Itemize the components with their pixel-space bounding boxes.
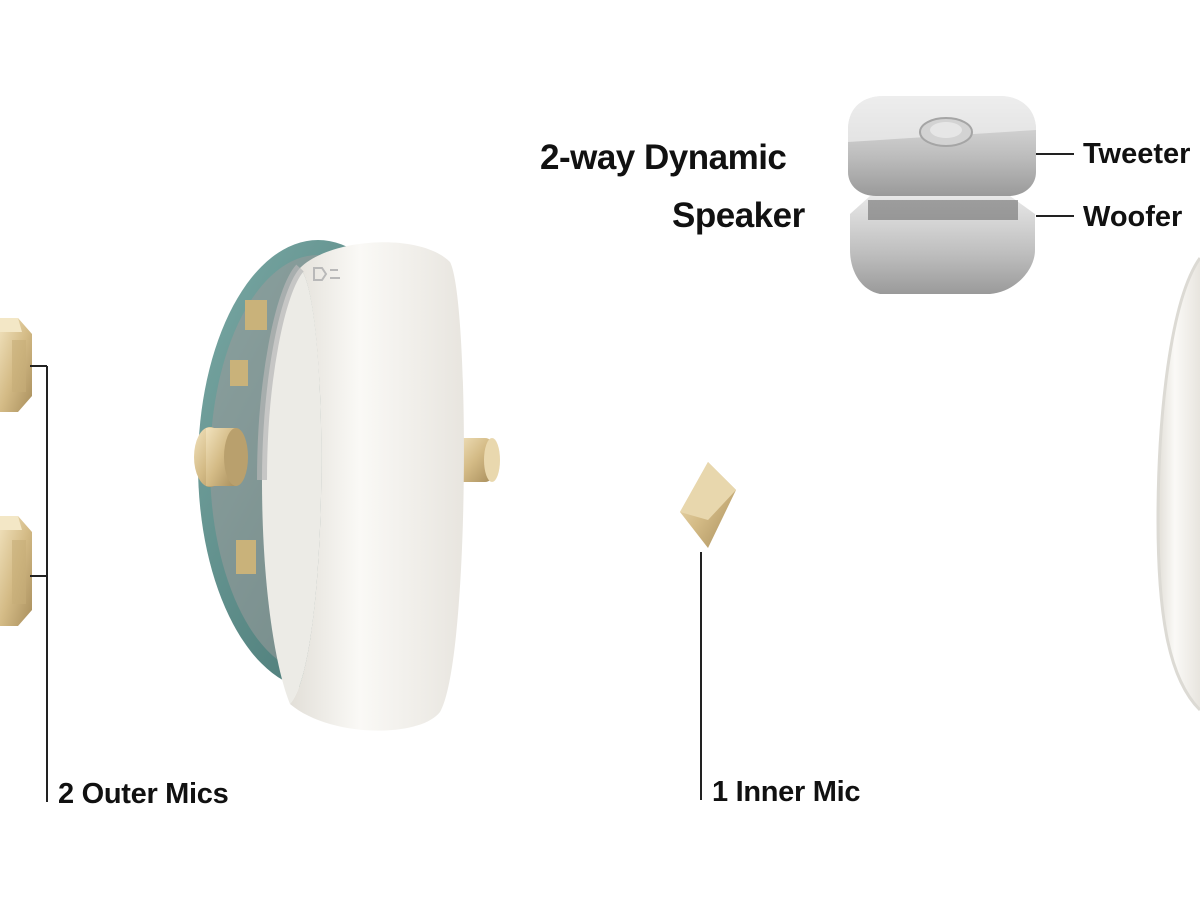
- speaker-leaders: [1036, 153, 1074, 217]
- outer-housing-partial: [1156, 257, 1200, 712]
- inner-mic: [680, 462, 736, 548]
- outer-mic-top: [0, 318, 32, 412]
- outer-mics-label: 2 Outer Mics: [58, 778, 229, 810]
- outer-mic-bottom: [0, 516, 32, 626]
- woofer-label: Woofer: [1083, 201, 1183, 233]
- earbud-module: [194, 240, 500, 731]
- speaker-label-line2: Speaker: [672, 196, 805, 235]
- inner-mic-label: 1 Inner Mic: [712, 776, 861, 808]
- dynamic-speaker: [848, 96, 1036, 294]
- outer-mics-leader: [30, 365, 48, 802]
- tweeter-label: Tweeter: [1083, 138, 1191, 170]
- speaker-label-line1: 2-way Dynamic: [540, 138, 787, 177]
